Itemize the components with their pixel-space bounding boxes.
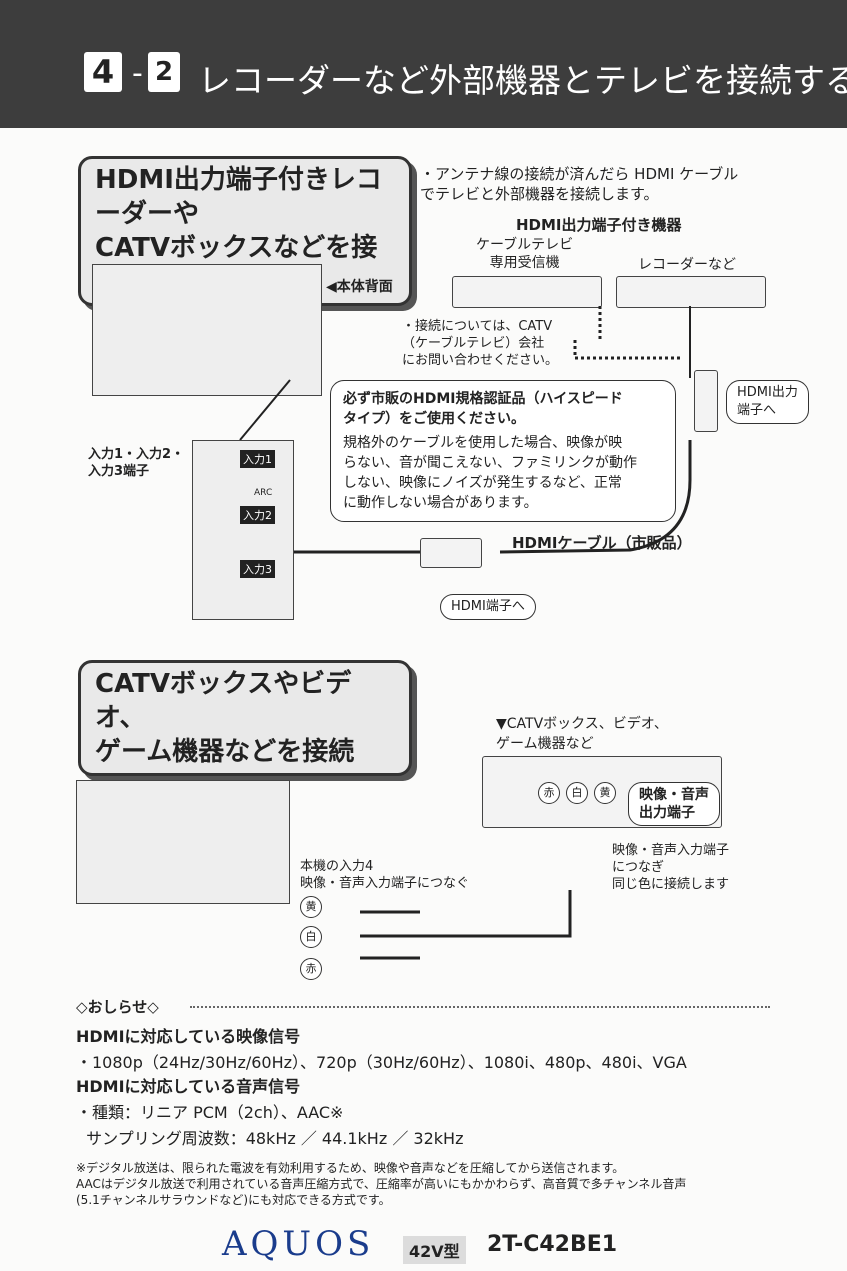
video-signals: ・1080p（24Hz/30Hz/60Hz）、720p（30Hz/60Hz）、1… [76, 1053, 687, 1072]
catv-note: ・接続については、CATV （ケーブルテレビ）会社 にお問い合わせください。 [402, 319, 559, 368]
in-white-label: 白 [300, 926, 322, 948]
notice-divider [190, 1006, 770, 1008]
hdmi-cable-label: HDMIケーブル（市販品） [512, 534, 692, 552]
hdmi-plug-bottom [420, 538, 482, 568]
recorder-label: レコーダーなど [638, 257, 736, 273]
section1-intro: ・アンテナ線の接続が済んだら HDMI ケーブル でテレビと外部機器を接続します… [420, 165, 739, 203]
audio-heading: HDMIに対応している音声信号 [76, 1077, 301, 1096]
av-device-label: ▼CATVボックス、ビデオ、 ゲーム機器など [496, 716, 668, 752]
in-yellow-label: 黄 [300, 896, 322, 918]
catv-receiver-device [452, 276, 602, 308]
catv-receiver-label: ケーブルテレビ 専用受信機 [476, 237, 574, 271]
av-in-note: 映像・音声入力端子 につなぎ 同じ色に接続します [612, 843, 730, 892]
chapter-dash: - [132, 56, 143, 91]
warning-title: 必ず市販のHDMI規格認証品（ハイスピード タイプ）をご使用ください。 [343, 391, 623, 427]
model-number: 2T-C42BE1 [487, 1232, 618, 1257]
out-white-label: 白 [566, 782, 588, 804]
hdmi-plug-top [694, 370, 718, 432]
in-red-label: 赤 [300, 958, 322, 980]
footnote: ※デジタル放送は、限られた電波を有効利用するため、映像や音声などを圧縮してから送… [76, 1161, 687, 1207]
out-red-label: 赤 [538, 782, 560, 804]
audio-frequency: サンプリング周波数：48kHz ／ 44.1kHz ／ 32kHz [76, 1129, 464, 1148]
notice-title: ◇おしらせ◇ [76, 998, 159, 1016]
back-label: ◀本体背面 [326, 279, 393, 295]
page-header: 4 - 2 レコーダーなど外部機器とテレビを接続する [0, 0, 847, 128]
hdmi-port-panel [192, 440, 294, 620]
warning-body: 規格外のケーブルを使用した場合、映像が映 らない、音が聞こえない、ファミリンクが… [343, 435, 637, 511]
port-input3: 入力3 [240, 560, 275, 578]
arc-label: ARC [254, 488, 273, 498]
input4-label: 本機の入力4 映像・音声入力端子につなぐ [300, 859, 470, 891]
port-input2: 入力2 [240, 506, 275, 524]
inputs-label: 入力1・入力2・ 入力3端子 [88, 447, 185, 479]
page-title: レコーダーなど外部機器とテレビを接続する [198, 61, 847, 100]
out-yellow-label: 黄 [594, 782, 616, 804]
section2-title: CATVボックスやビデオ、 ゲーム機器などを接続 [78, 660, 412, 776]
av-out-label: 映像・音声 出力端子 [628, 782, 720, 826]
chapter-number: 4 [84, 52, 122, 92]
tv-back-panel [92, 264, 322, 396]
tv-back-panel-2 [76, 780, 290, 904]
screen-size: 42V型 [403, 1236, 466, 1264]
devices-heading: HDMI出力端子付き機器 [516, 216, 682, 234]
port-input1: 入力1 [240, 450, 275, 468]
audio-type: ・種類：リニア PCM（2ch）、AAC※ [76, 1103, 344, 1122]
hdmi-in-label: HDMI端子へ [440, 594, 536, 620]
video-heading: HDMIに対応している映像信号 [76, 1027, 301, 1046]
section-number: 2 [148, 52, 180, 92]
warning-box: 必ず市販のHDMI規格認証品（ハイスピード タイプ）をご使用ください。 規格外の… [330, 380, 676, 522]
hdmi-out-label: HDMI出力 端子へ [726, 380, 809, 424]
brand-logo: AQUOS [222, 1224, 375, 1264]
